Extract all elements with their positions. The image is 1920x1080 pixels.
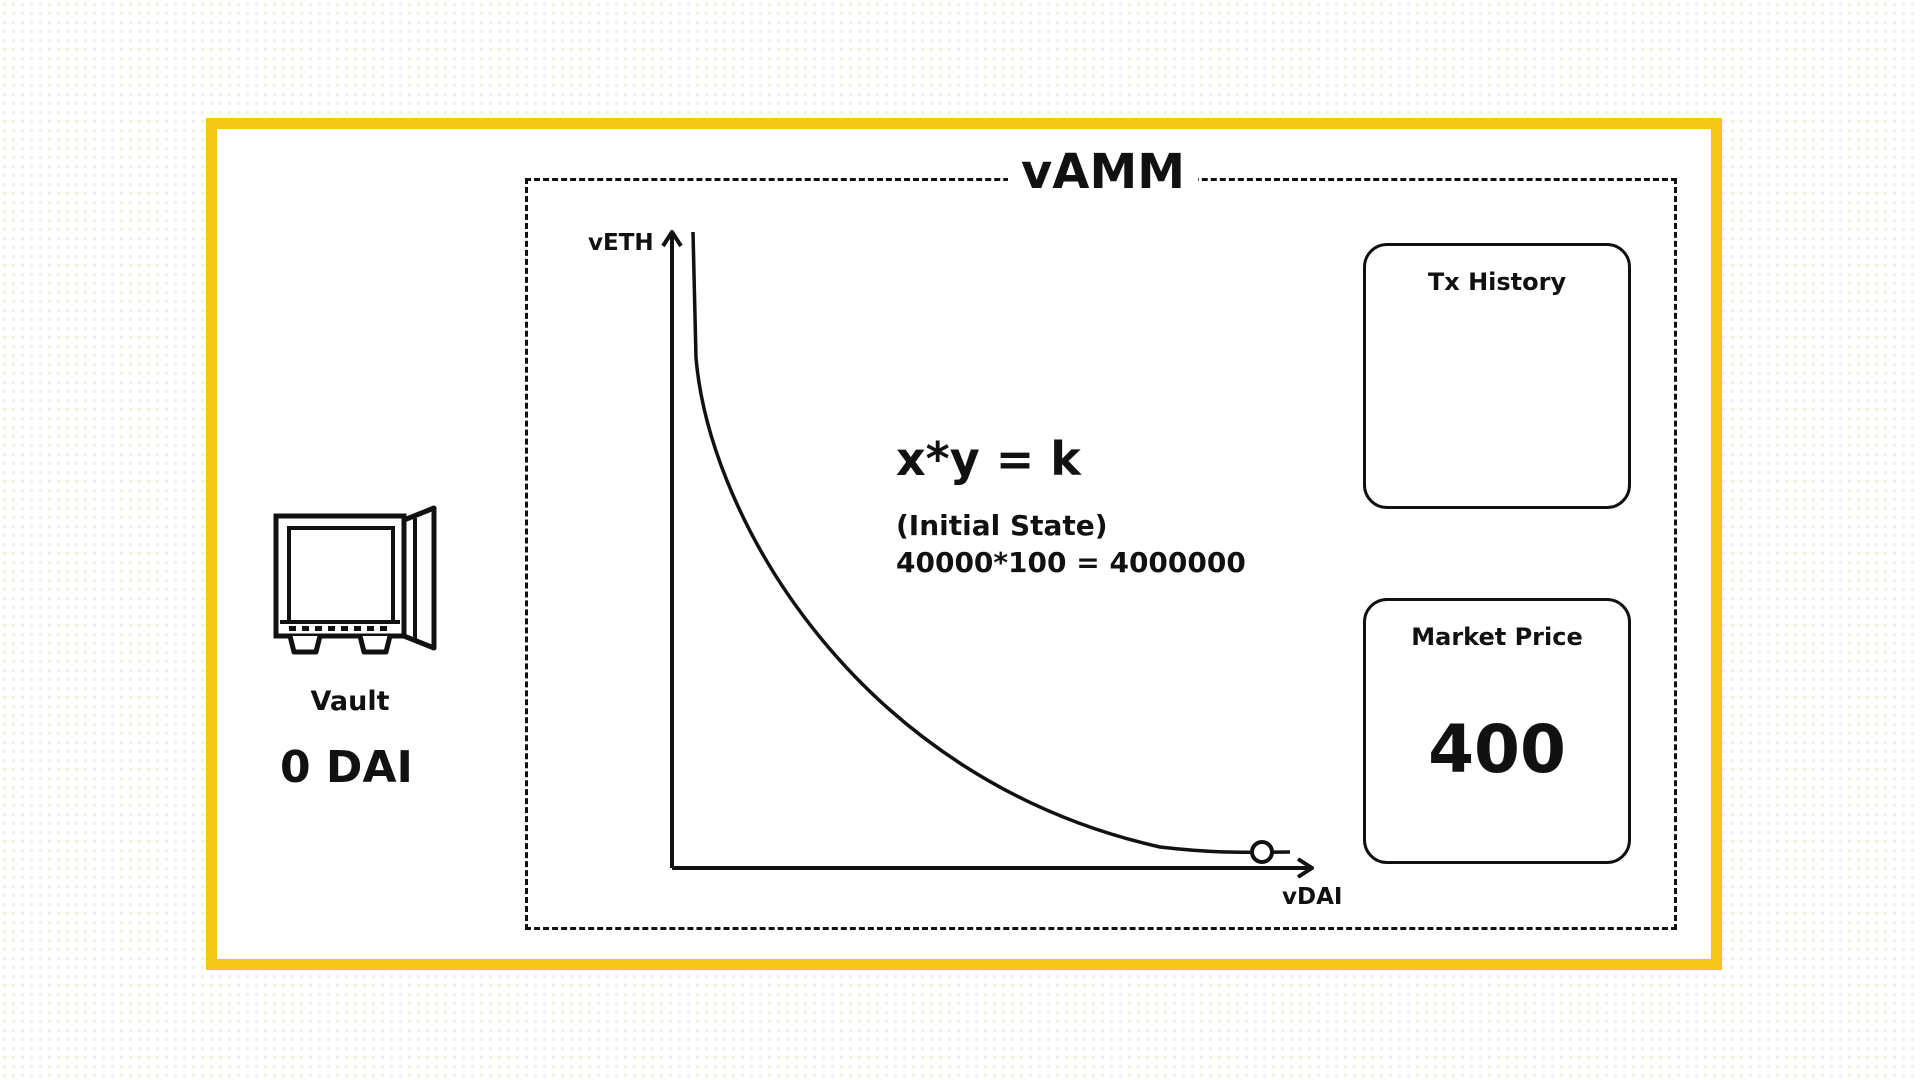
y-axis-label: vETH xyxy=(588,230,654,256)
market-price-value: 400 xyxy=(1428,711,1566,788)
vamm-title: vAMM xyxy=(1008,140,1198,204)
tx-history-title: Tx History xyxy=(1427,268,1567,296)
bonding-curve-chart xyxy=(661,230,1314,879)
vault-safe-icon xyxy=(273,505,437,655)
state-equation: 40000*100 = 4000000 xyxy=(896,546,1246,579)
market-price-title: Market Price xyxy=(1411,623,1583,651)
y-axis-arrow-icon xyxy=(661,230,683,248)
vault-balance: 0 DAI xyxy=(280,742,413,793)
tx-history-panel: Tx History xyxy=(1363,243,1631,509)
formula: x*y = k xyxy=(896,432,1081,486)
vault-label: Vault xyxy=(310,686,390,717)
current-point-marker xyxy=(1250,840,1274,864)
state-label: (Initial State) xyxy=(896,509,1108,542)
market-price-panel: Market Price 400 xyxy=(1363,598,1631,864)
xyk-curve xyxy=(691,231,1291,855)
x-axis-label: vDAI xyxy=(1282,884,1343,910)
x-axis-arrow-icon xyxy=(1296,857,1314,879)
